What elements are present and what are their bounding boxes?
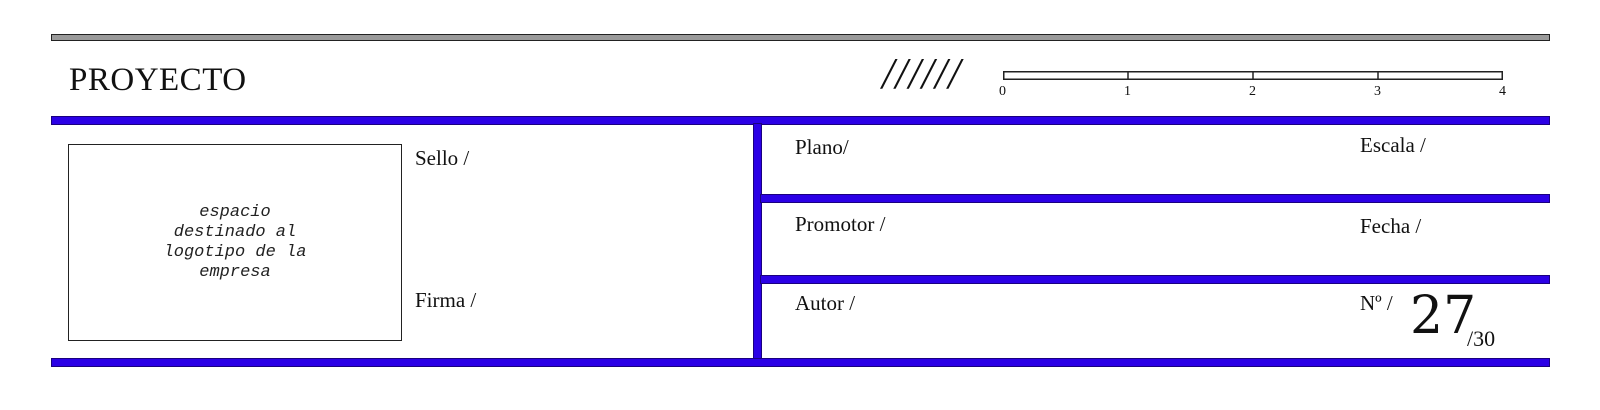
vertical-divider	[753, 123, 762, 360]
plano-label: Plano/	[795, 135, 849, 159]
sello-label: Sello /	[415, 146, 470, 170]
sheet-number: 27	[1410, 286, 1477, 346]
decorative-slashes: //////	[882, 49, 962, 98]
escala-label: Escala /	[1360, 133, 1426, 157]
right-divider-2	[760, 275, 1550, 284]
logo-placeholder-box: espacio destinado al logotipo de la empr…	[68, 144, 402, 341]
bottom-divider-rule	[51, 358, 1550, 367]
scale-tick-1: 1	[1124, 84, 1131, 99]
sheet-total: /30	[1467, 326, 1496, 351]
promotor-label: Promotor /	[795, 212, 886, 236]
numero-label: Nº /	[1360, 291, 1393, 315]
top-gray-rule	[51, 34, 1550, 41]
header-divider-rule	[51, 116, 1550, 125]
graphic-scale-bar	[1003, 71, 1503, 80]
scale-tick-3: 3	[1374, 84, 1381, 99]
fecha-label: Fecha /	[1360, 214, 1422, 238]
right-divider-1	[760, 194, 1550, 203]
autor-label: Autor /	[795, 291, 856, 315]
firma-label: Firma /	[415, 288, 477, 312]
scale-tick-0: 0	[999, 84, 1006, 99]
logo-placeholder-text: espacio destinado al logotipo de la empr…	[163, 202, 307, 282]
scale-tick-4: 4	[1499, 84, 1506, 99]
project-title: PROYECTO	[69, 62, 247, 98]
scale-tick-2: 2	[1249, 84, 1256, 99]
